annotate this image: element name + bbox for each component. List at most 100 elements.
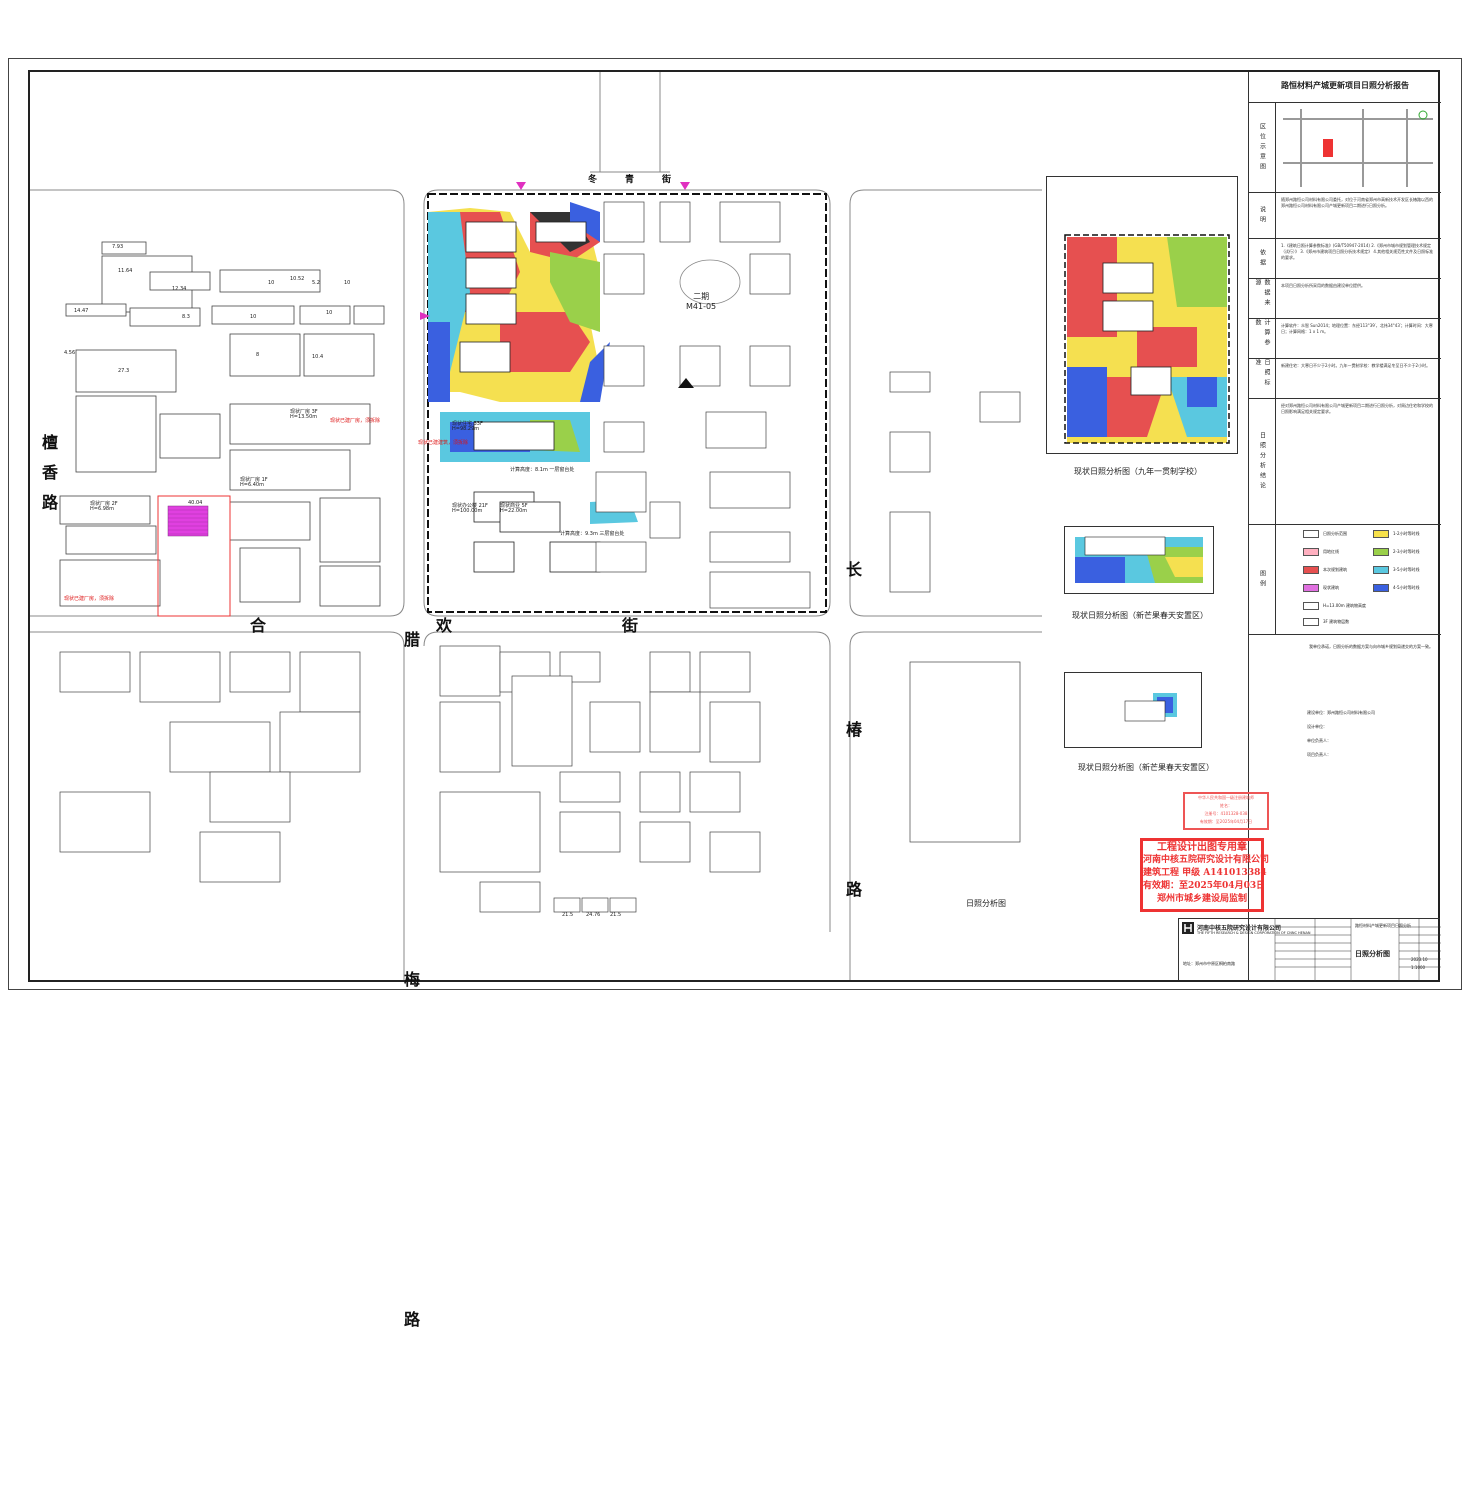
panel-row-data-source: 数据来源 本项目日照分析所采用的数据由建设单位提供。 xyxy=(1249,278,1441,318)
dim-label-16: 40.04 xyxy=(188,500,203,506)
architect-seal: 中华人民共和国一级注册建筑师 姓名： 注册号：4101328-038 有效期：至… xyxy=(1183,792,1269,830)
legend-item-9: H=13.00m 建筑物高度 xyxy=(1303,602,1366,610)
building-label-factory-1: 现状厂房 2F xyxy=(90,501,118,507)
legend-label-10: 3F 建筑物层数 xyxy=(1323,619,1350,624)
dim-label-18: 24.76 xyxy=(586,912,601,918)
legend-swatch-3 xyxy=(1303,548,1319,556)
legend-item-1: 日照分析范围 xyxy=(1303,530,1347,538)
company-name: 河南中核五院研究设计有限公司 xyxy=(1197,925,1282,932)
project-name: 路恒材料产城更新项目日照分析 xyxy=(1355,923,1411,928)
legend-label-7: 现状建筑 xyxy=(1323,585,1339,590)
row-label-standard: 日照标准 xyxy=(1249,359,1276,398)
company-address: 地址：郑州市中原区桐柏南路 xyxy=(1183,961,1235,966)
stamp-line-4: 有效期：至2025年04月03日 xyxy=(1143,881,1266,891)
date-value: 2023.10 xyxy=(1411,957,1428,962)
row-text-standard: 新建住宅：大寒日不少于2小时。九年一贯制学校：教学楼满足冬至日不少于2小时。 xyxy=(1281,363,1431,368)
building-label-office: 现状办公楼 21F xyxy=(452,503,488,509)
legend-swatch-1 xyxy=(1303,530,1319,538)
dim-label-17: 21.5 xyxy=(562,912,574,918)
panel-row-legend: 图例 xyxy=(1249,524,1441,634)
legend-swatch-9 xyxy=(1303,602,1319,610)
legend-label-6: 3-5小时等时线 xyxy=(1393,567,1420,572)
stamp-line-2: 河南中核五院研究设计有限公司 xyxy=(1143,855,1270,865)
legend-label-8: 4-5小时等时线 xyxy=(1393,585,1420,590)
dim-label-4: 10 xyxy=(268,280,275,286)
legend-swatch-4 xyxy=(1373,548,1389,556)
demolish-note-3: 现状已建厂房，须拆除 xyxy=(64,596,115,602)
legend-swatch-7 xyxy=(1303,584,1319,592)
inset2-caption: 现状日照分析图（新芒果春天安置区） xyxy=(1072,611,1208,620)
building-label-commercial: 现状商业 5F xyxy=(500,503,528,509)
dim-label-9: 8.3 xyxy=(182,314,190,320)
drawing-frame xyxy=(28,70,1440,982)
drawing-outer-border xyxy=(8,58,1462,990)
site-plan-map xyxy=(30,72,1042,980)
building-label-factory-3: 现状厂房 1F xyxy=(240,477,268,483)
report-title: 路恒材料产城更新项目日照分析报告 xyxy=(1281,81,1409,90)
inset1-caption: 现状日照分析图（九年一贯制学校） xyxy=(1074,467,1202,476)
row-text-basis: 1.《建筑日照计算参数标准》(GB/T50947-2014) 2.《郑州市城市规… xyxy=(1281,243,1434,260)
legend-swatch-8 xyxy=(1373,584,1389,592)
row-label-conclusion: 日照分析结论 xyxy=(1249,399,1276,524)
dim-label-1: 7.93 xyxy=(112,244,124,250)
drawing-name: 日照分析图 xyxy=(1355,950,1390,958)
legend-label-3: 用地红线 xyxy=(1323,549,1339,554)
dim-label-14: 8 xyxy=(256,352,260,358)
demolish-note-1: 现状已建厂房，须拆除 xyxy=(330,418,381,424)
row-label-location: 区位示意图 xyxy=(1249,103,1276,192)
legend-swatch-6 xyxy=(1373,566,1389,574)
company-logo-icon xyxy=(1182,922,1194,934)
inset-resettlement-analysis-1 xyxy=(1064,526,1214,594)
row-text-parameters: 计算软件：众智 Sun2014；地理位置：东经113°39′，北纬34°43′；… xyxy=(1281,323,1433,334)
legend-swatch-5 xyxy=(1303,566,1319,574)
road-label-west: 檀香路 xyxy=(42,433,59,512)
legend-item-7: 现状建筑 xyxy=(1303,584,1339,592)
legend-label-5: 本次规划建筑 xyxy=(1323,567,1347,572)
report-panel: 路恒材料产城更新项目日照分析报告 区位示意图 说明 随郑州路恒公司材料有限公司委… xyxy=(1248,72,1441,980)
panel-row-conclusion: 日照分析结论 经对郑州路恒公司材料有限公司产城更新项目二期进行日照分析，对周边住… xyxy=(1249,398,1441,524)
dim-label-10: 10 xyxy=(250,314,257,320)
building-height-factory-1: H=6.98m xyxy=(90,506,114,512)
road-label-east: 长椿路 xyxy=(846,560,863,899)
road-label-middle-v: 腊梅路 xyxy=(404,630,421,1329)
stamp-line-3: 建筑工程 甲级 A141013384 xyxy=(1143,868,1267,878)
dim-label-15: 10.4 xyxy=(312,354,324,360)
title-block-grid xyxy=(1274,919,1441,981)
legend-label-1: 日照分析范围 xyxy=(1323,531,1347,536)
seal-line-2: 姓名： xyxy=(1220,803,1232,808)
dim-label-13: 27.3 xyxy=(118,368,130,374)
signature-unit-head: 单位负责人： xyxy=(1307,738,1331,743)
legend-swatch-2 xyxy=(1373,530,1389,538)
panel-row-description: 说明 随郑州路恒公司材料有限公司委托，对位于河南省郑州市高新技术开发区长椿路以西… xyxy=(1249,192,1441,238)
shadow-label-2: 计算高度：9.3m 三层窗台处 xyxy=(560,531,625,537)
legend-swatch-10 xyxy=(1303,618,1319,626)
panel-row-standard: 日照标准 新建住宅：大寒日不少于2小时。九年一贯制学校：教学楼满足冬至日不少于2… xyxy=(1249,358,1441,398)
building-height-residential: H=98.29m xyxy=(452,426,480,432)
seal-line-3: 注册号：4101328-038 xyxy=(1204,811,1248,816)
building-height-office: H=100.00m xyxy=(452,508,483,514)
dim-label-11: 10 xyxy=(326,310,333,316)
legend-label-9: H=13.00m 建筑物高度 xyxy=(1323,603,1366,608)
legend-label-4: 2-3小时等时线 xyxy=(1393,549,1420,554)
demolish-note-2: 现状已建建筑，须拆除 xyxy=(418,440,469,446)
inset-school-map xyxy=(1064,234,1230,444)
inset2-map xyxy=(1075,536,1203,583)
inset-resettlement-analysis-2 xyxy=(1064,672,1202,748)
design-stamp: 工程设计出图专用章 河南中核五院研究设计有限公司 建筑工程 甲级 A141013… xyxy=(1140,838,1270,912)
plot-label: 二期 M41-05 xyxy=(686,292,717,311)
seal-line-4: 有效期：至2025年04月17日 xyxy=(1199,819,1253,824)
signature-client: 建设单位：郑州路恒公司材料有限公司 xyxy=(1307,710,1375,715)
dim-label-19: 21.5 xyxy=(610,912,622,918)
panel-row-parameters: 计算参数 计算软件：众智 Sun2014；地理位置：东经113°39′，北纬34… xyxy=(1249,318,1441,358)
row-text-data-source: 本项目日照分析所采用的数据由建设单位提供。 xyxy=(1281,283,1365,288)
legend-label-2: 1-2小时等时线 xyxy=(1393,531,1420,536)
dim-label-7: 10 xyxy=(344,280,351,286)
dim-label-12: 4.56 xyxy=(64,350,76,356)
legend-item-4: 2-3小时等时线 xyxy=(1373,548,1420,556)
legend-item-5: 本次规划建筑 xyxy=(1303,566,1347,574)
panel-row-location: 区位示意图 xyxy=(1249,102,1441,192)
panel-row-end xyxy=(1249,634,1441,635)
building-label-residential: 现状住宅 33F xyxy=(452,421,483,427)
inset-school-analysis xyxy=(1046,176,1238,454)
dim-label-8: 14.47 xyxy=(74,308,89,314)
